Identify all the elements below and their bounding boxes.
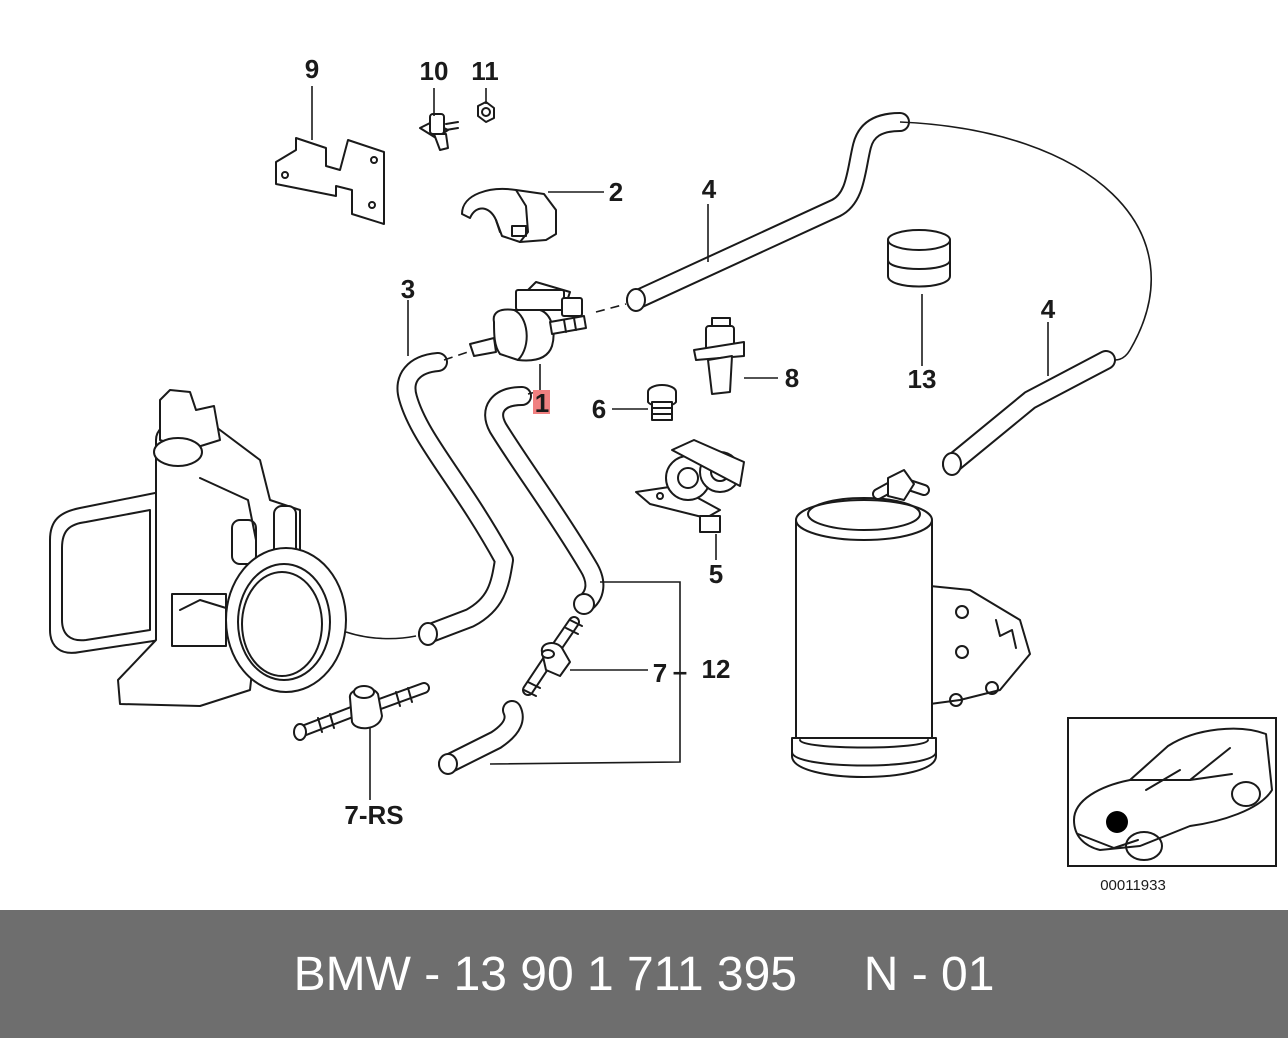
label-part-3: 3 bbox=[401, 274, 415, 304]
clip-holder-part-5 bbox=[635, 439, 745, 533]
label-part-7: 7 bbox=[653, 658, 667, 688]
bracket-plate-part-9 bbox=[275, 137, 385, 225]
label-part-7-rs: 7-RS bbox=[344, 800, 403, 830]
connector-part-8 bbox=[693, 317, 745, 395]
footer-gap bbox=[797, 947, 864, 1002]
cap-part-13 bbox=[887, 229, 951, 288]
hose-part-4-upper bbox=[595, 112, 1152, 361]
t-piece-part-7-rs bbox=[293, 682, 430, 741]
label-part-1: 1 bbox=[535, 388, 549, 418]
label-part-8: 8 bbox=[785, 363, 799, 393]
footer-part-number: 13 90 1 711 395 bbox=[453, 947, 797, 1001]
leader-lines bbox=[311, 86, 1049, 800]
footer-brand: BMW bbox=[293, 947, 411, 1001]
parts-diagram: 9 10 11 2 4 3 4 1 8 6 13 5 7 – 12 7-RS 0… bbox=[49, 54, 1277, 894]
highlight-part-1 bbox=[533, 390, 550, 414]
charcoal-canister bbox=[791, 469, 1031, 778]
throttle-body bbox=[49, 389, 347, 707]
stud-part-10 bbox=[419, 113, 459, 151]
hose-part-4-lower bbox=[942, 350, 1116, 476]
label-part-12: 12 bbox=[702, 654, 731, 684]
t-piece-part-7 bbox=[438, 616, 583, 775]
purge-valve-part-1 bbox=[469, 281, 587, 362]
label-part-2: 2 bbox=[609, 177, 623, 207]
hose-part-3 bbox=[345, 351, 514, 646]
diagram-number: 00011933 bbox=[1100, 877, 1166, 894]
label-part-4-upper: 4 bbox=[702, 174, 717, 204]
footer-code: N - 01 bbox=[863, 947, 995, 1001]
label-part-10: 10 bbox=[420, 56, 449, 86]
label-part-5: 5 bbox=[709, 559, 723, 589]
label-part-11: 11 bbox=[471, 56, 499, 86]
bolt-part-6 bbox=[647, 384, 677, 421]
label-part-6: 6 bbox=[592, 394, 606, 424]
hose-part-12-upper bbox=[484, 386, 605, 615]
rubber-mount-part-2 bbox=[461, 188, 557, 243]
car-inset bbox=[1067, 717, 1277, 867]
label-part-9: 9 bbox=[305, 54, 319, 84]
label-part-4-lower: 4 bbox=[1041, 294, 1056, 324]
label-part-13: 13 bbox=[908, 364, 937, 394]
nut-part-11 bbox=[477, 101, 495, 123]
parts-diagram-svg: 9 10 11 2 4 3 4 1 8 6 13 5 7 – 12 7-RS 0… bbox=[49, 54, 1277, 894]
label-dash-7-12: – bbox=[673, 656, 687, 686]
footer-separator: - bbox=[410, 947, 454, 1001]
part-number-banner: BMW - 13 90 1 711 395 N - 01 bbox=[0, 910, 1288, 1038]
